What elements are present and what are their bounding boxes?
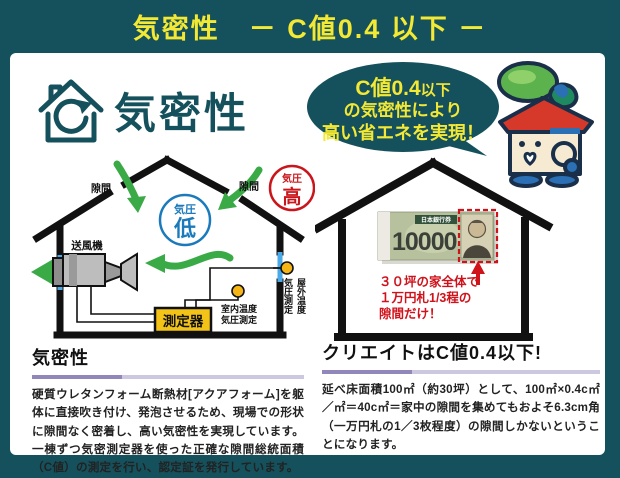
outdoor-sensor-dot [280,261,294,275]
outdoor-sensor-label-1: 屋外温度 [296,278,307,315]
section-left-rule [32,375,304,379]
indoor-sensor-label-1: 室内温度 [221,303,258,314]
gap-note-line2: １万円札1/3程の [379,290,471,305]
section-cvalue: クリエイトはC値0.4以下! 延べ床面積100㎡（約30坪）として、100㎡×0… [322,339,600,454]
speech-bubble: C値0.4以下 の気密性により 高い省エネを実現！ [305,60,505,162]
house-mascot-illustration [492,56,600,188]
intro-block: 気密性 [38,70,249,151]
airtight-house-icon [38,70,104,151]
section-right-body: 延べ床面積100㎡（約30坪）として、100㎡×0.4c㎡／㎡＝40c㎡＝家中の… [322,383,600,451]
bubble-line1-small: 以下 [421,82,451,99]
mascot-ball [563,158,581,176]
house-outline [32,155,305,339]
meter-box: 測定器 [153,306,213,334]
gap-size-diagram: 日本銀行券 10000 ３０坪の家全体で １万円札1/3程の 隙間だけ！ [312,155,595,347]
bubble-line3: 高い省エネを実現！ [322,122,484,143]
page-title: 気密性 [114,90,250,137]
mascot-heart-mouth [523,151,537,166]
yen-bill-illustration: 日本銀行券 10000 [377,208,499,264]
pressure-low-badge: 気圧 低 [158,193,212,247]
meter-label: 測定器 [163,313,204,329]
gap-note-line1: ３０坪の家全体で [379,274,479,289]
section-airtightness: 気密性 硬質ウレタンフォーム断熱材[アクアフォーム]を躯体に直接吹き付け、発泡さ… [32,344,304,478]
pressure-high-badge: 気圧 高 [268,164,316,212]
section-right-rule [322,370,600,374]
house-outline-right [312,157,554,341]
pressure-low-char: 低 [173,216,196,241]
mascot-eye-left [519,141,525,147]
pressure-high-label: 気圧 [281,172,302,185]
gap-label-left: 隙間 [91,182,111,195]
blower-label: 送風機 [70,239,103,252]
pressure-test-diagram: 気圧 低 気圧 高 隙間 隙間 送風機 測定器 室内温度 気圧測定 屋外温度 気… [25,150,316,346]
blower-machine [52,252,138,292]
bill-bank-label: 日本銀行券 [421,216,452,224]
up-arrow-icon [471,261,485,274]
bubble-line1-big: C値0.4 [355,76,421,100]
svg-text:C値0.4以下: C値0.4以下 [355,76,450,100]
outdoor-sensor-label-2: 気圧測定 [283,277,294,315]
gap-label-right: 隙間 [239,180,259,193]
indoor-sensor-dot [231,284,245,298]
gap-note: ３０坪の家全体で １万円札1/3程の 隙間だけ！ [379,261,485,321]
indoor-sensor-label-2: 気圧測定 [221,314,258,325]
bill-amount: 10000 [392,228,457,256]
top-banner: 気密性 － C値0.4 以下 － [0,0,620,53]
gap-note-line3: 隙間だけ！ [379,306,442,321]
bill-portrait-head [467,219,487,239]
banner-title: 気密性 － C値0.4 以下 － [132,14,488,44]
section-left-heading: 気密性 [32,348,89,368]
mascot-eye-right [535,141,541,147]
mascot-roof [498,96,594,134]
pressure-low-label: 気圧 [174,202,196,216]
bill-portrait-shoulders [463,245,491,258]
bubble-line2: の気密性により [344,100,463,120]
pressure-high-char: 高 [282,185,301,208]
section-right-heading: クリエイトはC値0.4以下! [322,343,543,363]
